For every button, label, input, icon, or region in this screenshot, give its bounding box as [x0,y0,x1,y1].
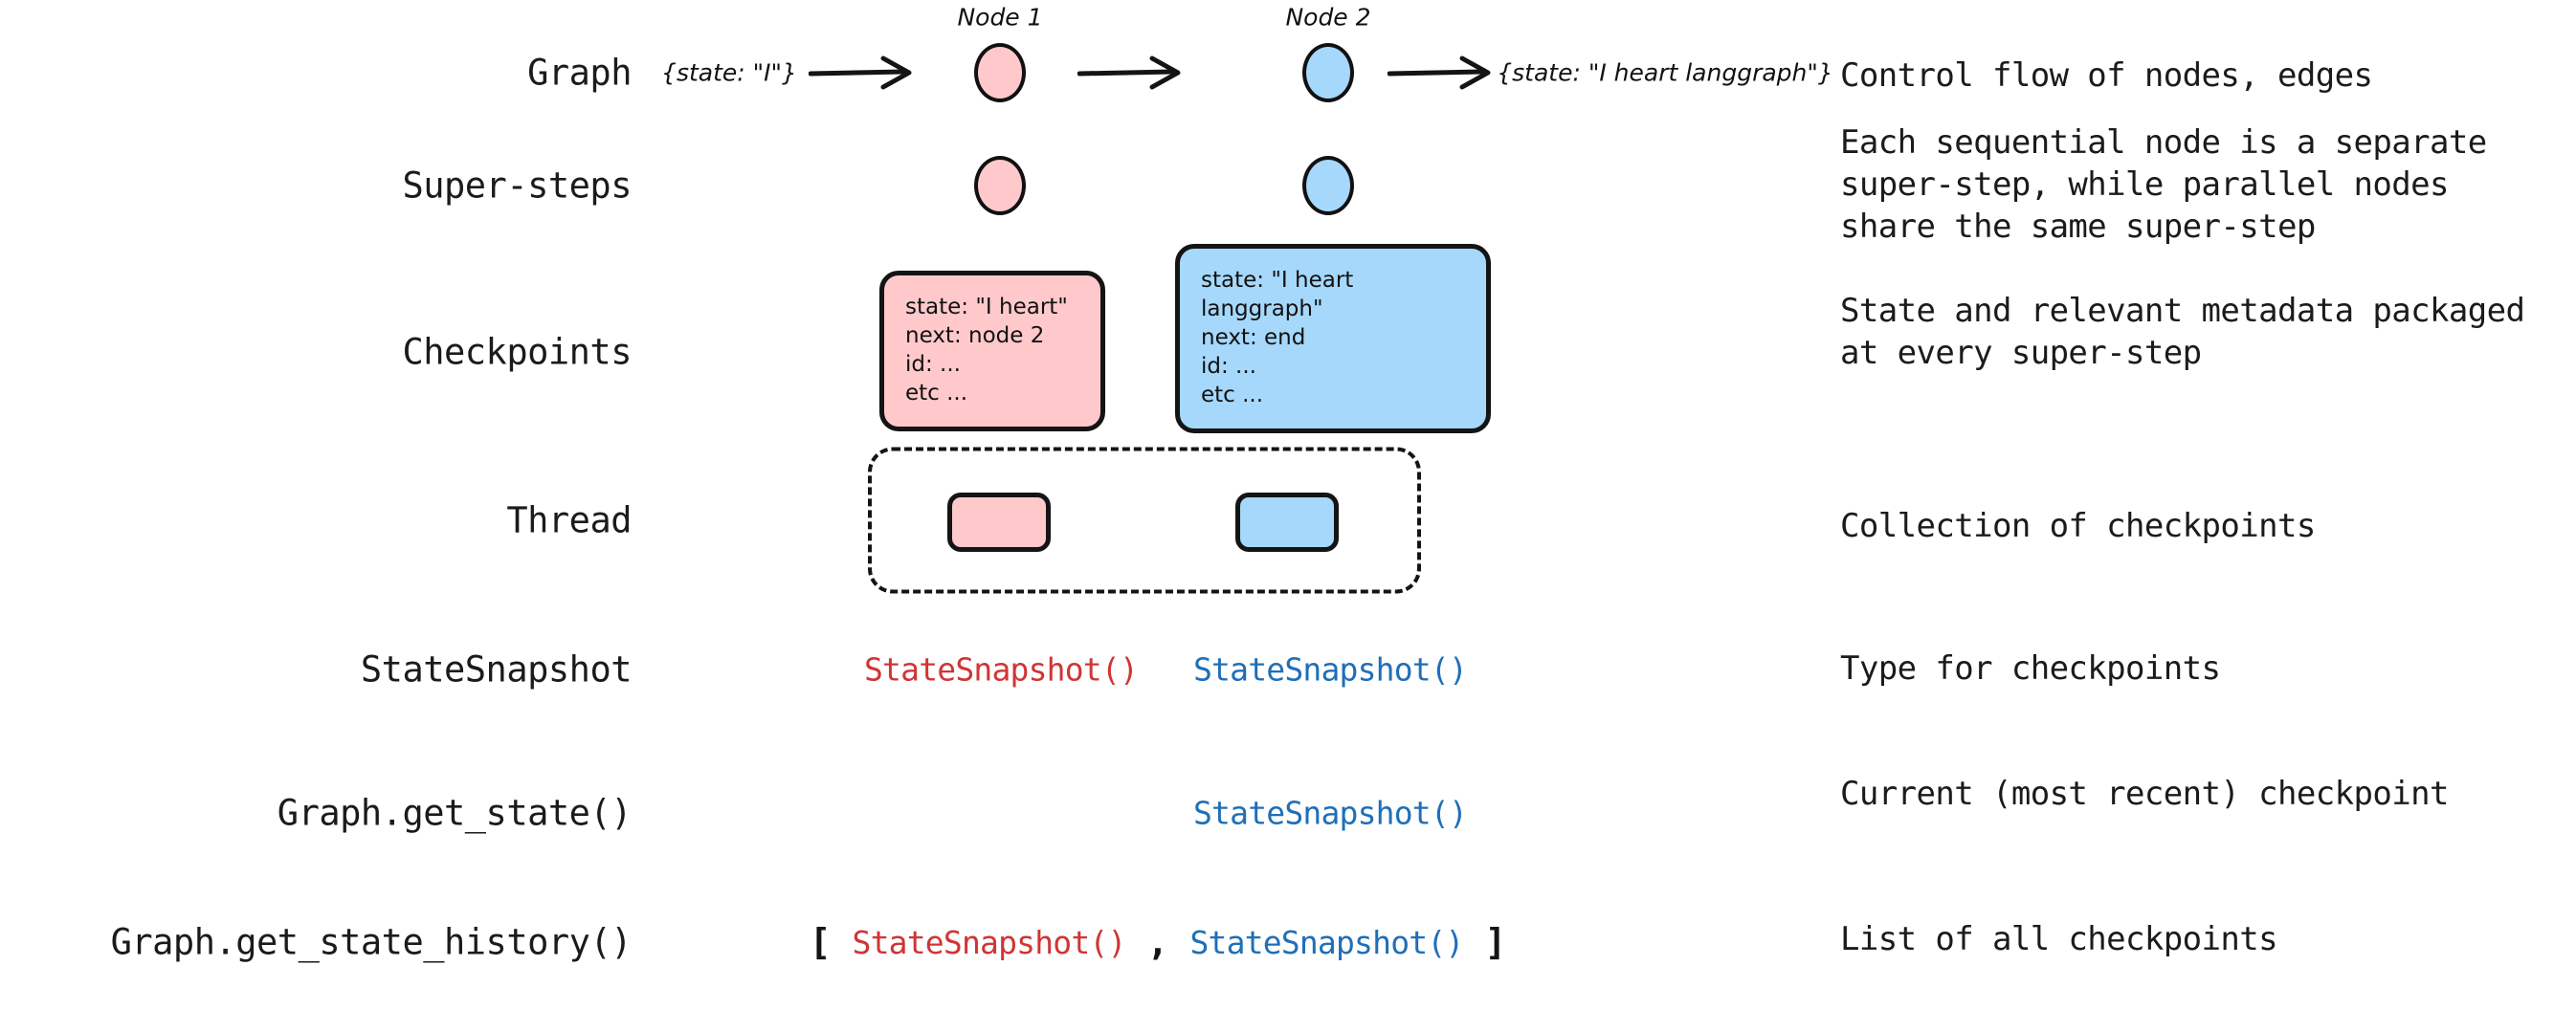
row-description-graph: Control flow of nodes, edges [1840,56,2373,95]
row-description-statesnapshot: Type for checkpoints [1840,649,2221,688]
node2-caption: Node 2 [1285,3,1371,32]
arrow-node2-to-output [1387,54,1502,92]
checkpoint-box-node1: state: "I heart" next: node 2 id: ... et… [879,271,1105,431]
row-label-checkpoints: Checkpoints [402,331,632,373]
row-label-graph-get-state: Graph.get_state() [277,792,633,834]
graph-node-1 [974,43,1026,102]
checkpoint-box-node2: state: "I heart langgraph" next: end id:… [1175,244,1491,433]
output-state-annotation: {state: "I heart langgraph"} [1497,58,1833,87]
history-snapshot-1: StateSnapshot() [852,923,1127,961]
statesnapshot-label-node2: StateSnapshot() [1192,650,1468,689]
node1-caption: Node 1 [957,3,1043,32]
history-close-bracket: ] [1484,921,1507,963]
super-step-node-1 [974,156,1026,215]
thread-container [868,447,1421,594]
get-state-history-result: [ StateSnapshot() , StateSnapshot() ] [810,921,1507,963]
super-step-node-2 [1302,156,1354,215]
row-label-graph-get-state-history: Graph.get_state_history() [110,921,633,963]
row-description-graph-get-state-history: List of all checkpoints [1840,920,2278,958]
history-open-bracket: [ [809,921,832,963]
arrow-input-to-node1 [808,54,923,92]
input-state-annotation: {state: "I"} [661,58,797,87]
thread-checkpoint-2 [1235,493,1339,552]
row-label-graph: Graph [527,52,632,94]
row-label-statesnapshot: StateSnapshot [360,648,633,691]
statesnapshot-label-node1: StateSnapshot() [863,650,1139,689]
arrow-node1-to-node2 [1077,54,1192,92]
row-description-graph-get-state: Current (most recent) checkpoint [1840,775,2449,813]
row-label-super-steps: Super-steps [402,165,632,207]
history-comma: , [1146,921,1169,963]
get-state-result-snapshot: StateSnapshot() [1192,794,1468,832]
row-description-super-steps: Each sequential node is a separate super… [1840,123,2487,246]
thread-checkpoint-1 [947,493,1051,552]
row-description-checkpoints: State and relevant metadata packaged at … [1840,292,2525,372]
history-snapshot-2: StateSnapshot() [1189,923,1464,961]
row-label-thread: Thread [506,499,632,541]
graph-node-2 [1302,43,1354,102]
row-description-thread: Collection of checkpoints [1840,507,2316,545]
